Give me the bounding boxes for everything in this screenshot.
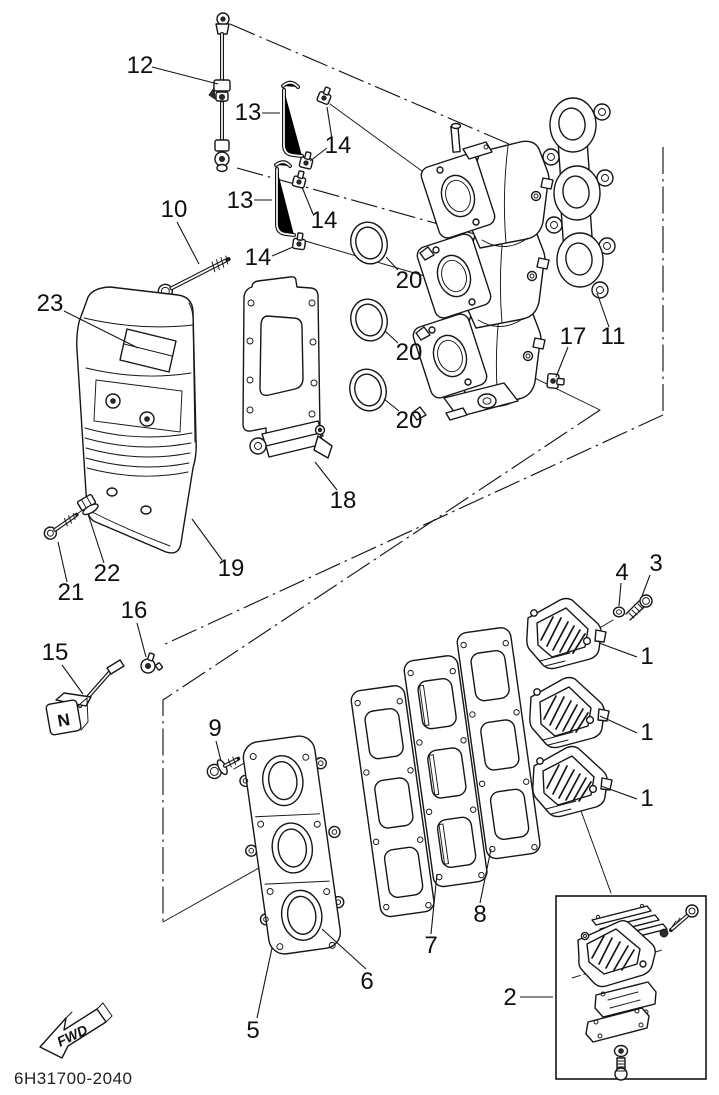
carburetor-bottom-flange — [443, 382, 519, 421]
inset-gasket — [585, 1007, 650, 1043]
part-13-link-rods — [274, 80, 304, 237]
callout-6: 6 — [360, 968, 373, 995]
diagram-part-code: 6H31700-2040 — [14, 1069, 132, 1088]
callout-20: 20 — [396, 407, 423, 434]
callout-13: 13 — [227, 187, 254, 214]
callout-1: 1 — [640, 719, 653, 746]
leader-line-21 — [57, 541, 68, 583]
leader-line-20 — [385, 256, 399, 271]
part-23-caution-label — [119, 328, 177, 373]
leader-line-3 — [641, 574, 651, 597]
leader-line-12 — [151, 66, 219, 85]
part-17-clip — [546, 373, 565, 389]
callout-22: 22 — [94, 560, 121, 587]
part-2-inset-box — [555, 895, 707, 1081]
callout-13: 13 — [235, 99, 262, 126]
part-1-reed-valves — [525, 597, 613, 818]
part-4-washer — [612, 606, 626, 618]
callout-23: 23 — [37, 290, 64, 317]
part-6-gasket — [350, 685, 435, 918]
part-3-screw — [625, 594, 653, 621]
leader-line-19 — [191, 518, 223, 561]
callout-20: 20 — [396, 267, 423, 294]
callout-18: 18 — [330, 487, 357, 514]
knob-letter: N — [56, 710, 71, 731]
leader-line-14 — [309, 147, 328, 162]
part-16-clip — [140, 652, 164, 674]
callout-1: 1 — [640, 643, 653, 670]
leader-line-14 — [271, 246, 294, 257]
leader-line-4 — [618, 582, 622, 607]
callout-9: 9 — [208, 715, 221, 742]
inset-screw — [659, 904, 699, 938]
leader-line-5 — [256, 947, 273, 1019]
fwd-arrow: FWD — [39, 1002, 113, 1059]
leader-line-22 — [87, 513, 105, 564]
leader-line-1 — [600, 785, 638, 800]
leader-line-14 — [326, 106, 333, 140]
part-21-bolt — [43, 512, 79, 540]
callout-14: 14 — [311, 207, 338, 234]
part-12-link-rod — [208, 12, 231, 173]
leader-line-8 — [479, 848, 492, 904]
callout-19: 19 — [218, 555, 245, 582]
callout-17: 17 — [560, 323, 587, 350]
carburetor-top-fittings — [450, 122, 493, 160]
callout-15: 15 — [42, 639, 69, 666]
callout-2: 2 — [503, 984, 516, 1011]
inset-washer — [613, 1044, 629, 1058]
leader-line-17 — [555, 346, 569, 378]
part-22-nut — [76, 493, 99, 516]
leader-line-20 — [384, 330, 399, 344]
part-7-valve-plate — [403, 655, 488, 888]
leader-line-14 — [301, 186, 314, 215]
inset-reed-block — [577, 920, 656, 988]
callout-8: 8 — [473, 901, 486, 928]
callout-14: 14 — [325, 132, 352, 159]
part-9-bolt — [206, 756, 241, 780]
leader-line-7 — [430, 873, 438, 935]
leader-line-1 — [599, 715, 638, 734]
leader-line-15 — [61, 664, 84, 695]
part-20-seal-rings — [349, 221, 388, 412]
callout-3: 3 — [649, 550, 662, 577]
leader-line-11 — [596, 292, 610, 328]
callout-16: 16 — [121, 597, 148, 624]
inset-bolt — [614, 1057, 628, 1081]
part-19-silencer-cover — [76, 286, 197, 554]
part-11-manifold-gasket — [542, 97, 616, 299]
callout-11: 11 — [601, 323, 626, 350]
leader-line-18 — [314, 461, 338, 491]
callout-7: 7 — [424, 932, 437, 959]
callout-21: 21 — [58, 579, 85, 606]
part-5-intake-manifold — [239, 735, 345, 955]
callout-10: 10 — [161, 196, 188, 223]
leader-line-16 — [136, 622, 147, 658]
part-15-choke-knob: N — [45, 659, 125, 736]
callout-4: 4 — [615, 559, 628, 586]
callout-12: 12 — [127, 52, 154, 79]
leader-line-9 — [215, 740, 222, 762]
leader-line-23 — [63, 310, 139, 349]
leader-line-1 — [598, 642, 638, 658]
leader-line-10 — [176, 221, 200, 265]
callout-1: 1 — [640, 785, 653, 812]
part-18-bracket-plate — [242, 276, 333, 459]
carburetor-assembly — [410, 122, 554, 421]
callout-20: 20 — [396, 339, 423, 366]
leader-line-6 — [321, 928, 367, 970]
leader-line-20 — [383, 398, 400, 412]
callout-5: 5 — [246, 1017, 259, 1044]
inset-stopper-plate — [594, 981, 657, 1018]
part-8-gasket — [456, 627, 541, 860]
callout-14: 14 — [245, 244, 272, 271]
